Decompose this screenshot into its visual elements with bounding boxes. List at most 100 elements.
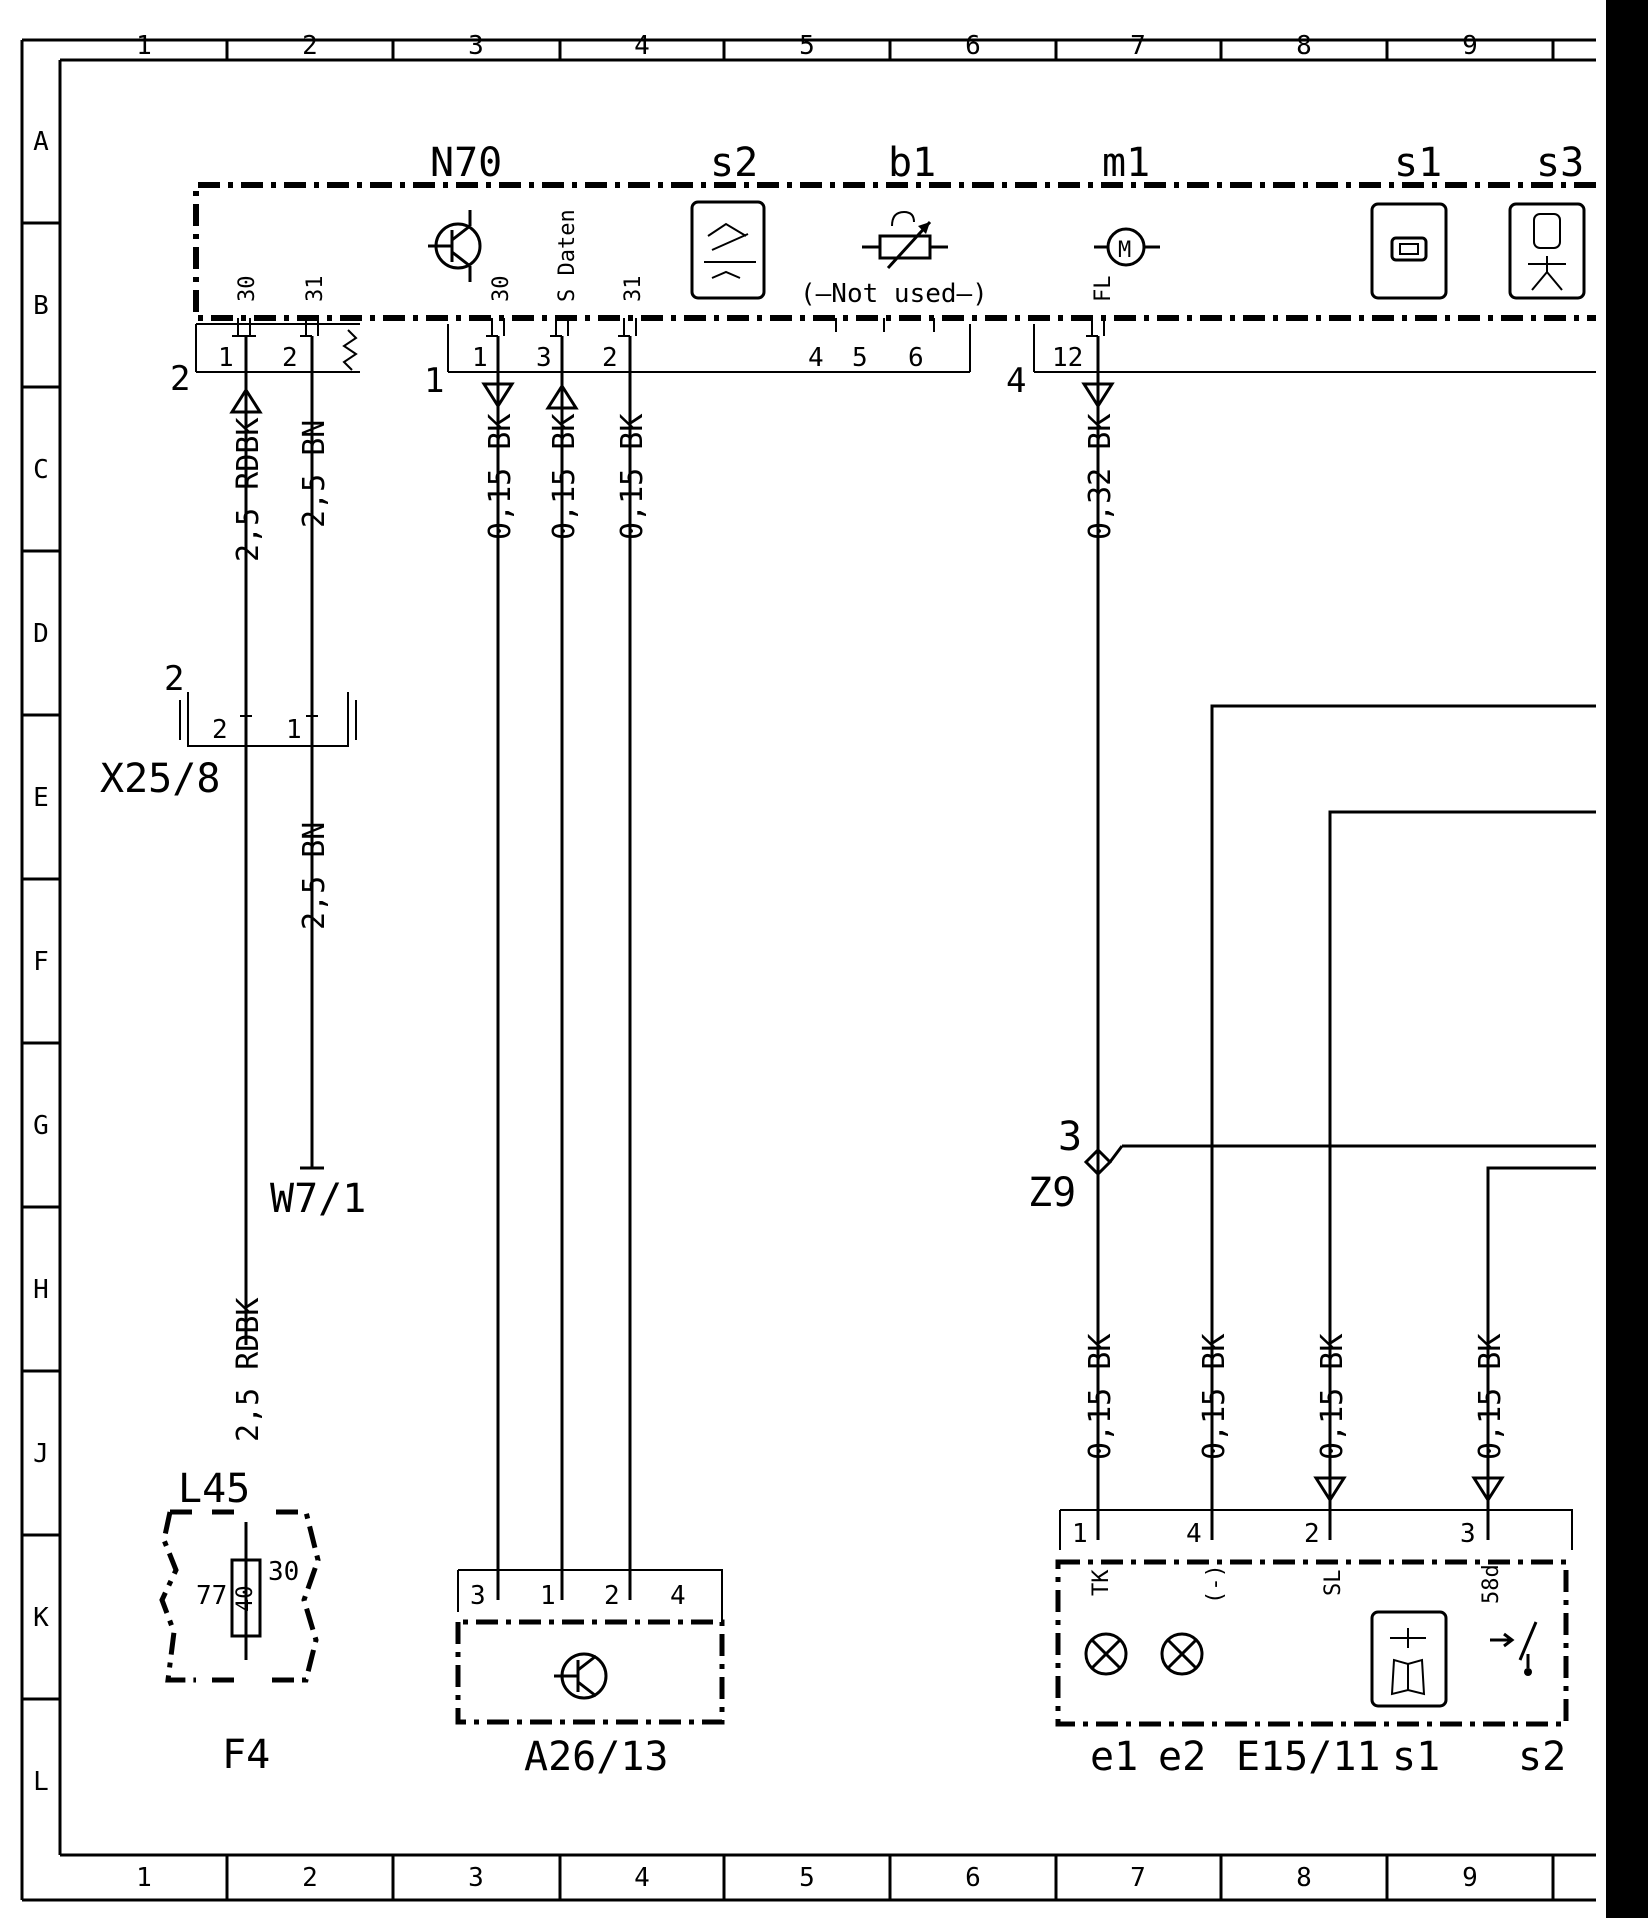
wire-label: 0,15 BK bbox=[483, 414, 518, 540]
terminal-label: TK bbox=[1089, 1569, 1114, 1596]
terminal-label: 30 bbox=[489, 276, 514, 303]
row-label: F bbox=[33, 947, 49, 977]
row-label: G bbox=[33, 1111, 49, 1141]
col-label: 4 bbox=[634, 1863, 650, 1893]
e15-11-lamp-unit: 1 4 2 3 TK (-) SL 58d e1 e2 E15/11 s1 s2 bbox=[1055, 1509, 1573, 1780]
wire-label: 2,5 BN bbox=[297, 822, 332, 930]
col-label: 1 bbox=[136, 31, 152, 61]
pin-label: 4 bbox=[1186, 1519, 1202, 1549]
x25-8-id: 2 bbox=[164, 659, 184, 699]
terminal-label: 31 bbox=[621, 276, 646, 303]
col-label: 2 bbox=[302, 1863, 318, 1893]
right-feed-wires bbox=[1210, 704, 1596, 1340]
door-contact-switch-icon bbox=[1490, 1621, 1538, 1676]
row-label: E bbox=[33, 783, 49, 813]
n70-connector-2-id: 2 bbox=[170, 359, 190, 399]
a26-13-module: 3 1 2 4 A26/13 bbox=[455, 1569, 725, 1780]
pin-label: 6 bbox=[908, 343, 924, 373]
wire-label: 0,15 BK bbox=[615, 414, 650, 540]
pin-label: 4 bbox=[670, 1581, 686, 1611]
fuse-pin-left: 77 bbox=[196, 1581, 227, 1611]
row-label: H bbox=[33, 1275, 49, 1305]
z9-splice: 3 Z9 bbox=[1028, 1114, 1596, 1216]
wire-0-15-bk-s1: 0,15 BK bbox=[1313, 1334, 1350, 1540]
wire-2-5-bn-upper: 2,5 BN bbox=[297, 336, 332, 712]
row-label: L bbox=[33, 1767, 49, 1797]
wire-0-32-bk: 0,32 BK bbox=[1081, 336, 1118, 1500]
pin-label: 2 bbox=[602, 343, 618, 373]
wire-0-15-bk-e2: 0,15 BK bbox=[1197, 1334, 1232, 1540]
transistor-icon bbox=[554, 1652, 608, 1700]
n70-label: N70 bbox=[430, 140, 502, 186]
transistor-icon bbox=[428, 210, 482, 282]
col-label: 7 bbox=[1130, 1863, 1146, 1893]
col-label: 7 bbox=[1130, 31, 1146, 61]
pin-label: 12 bbox=[1052, 343, 1083, 373]
lamp-icon bbox=[1084, 1632, 1128, 1676]
pin-label: 2 bbox=[212, 715, 228, 745]
pin-label: 4 bbox=[808, 343, 824, 373]
terminal-label: 31 bbox=[303, 276, 328, 303]
w7-1-label: W7/1 bbox=[270, 1176, 366, 1222]
row-label: B bbox=[33, 291, 49, 321]
fuse-value: 40 bbox=[233, 1586, 258, 1613]
wire-0-15-bk-2: 0,15 BK bbox=[545, 336, 582, 1600]
wire-label: 2,5 BN bbox=[297, 420, 332, 528]
col-label: 8 bbox=[1296, 1863, 1312, 1893]
wire-label: 0,15 BK bbox=[1083, 1334, 1118, 1460]
wire-label: 2,5 RDBK bbox=[231, 1298, 266, 1443]
row-label: A bbox=[33, 127, 49, 157]
sensor-icon bbox=[862, 210, 948, 270]
wire-2-5-rdbk-upper: 2,5 RDBK bbox=[229, 336, 266, 1345]
col-label: 9 bbox=[1462, 1863, 1478, 1893]
pin-stubs bbox=[232, 318, 1105, 337]
x25-8-label: X25/8 bbox=[100, 756, 220, 802]
terminal-label: 30 bbox=[235, 276, 260, 303]
wire-2-5-bn-lower: 2,5 BN bbox=[297, 712, 332, 1170]
f4-sub-label: L45 bbox=[178, 1466, 250, 1512]
z9-label: Z9 bbox=[1028, 1170, 1076, 1216]
n70-connector-4-id: 4 bbox=[1006, 361, 1026, 401]
e15-11-e2-label: e2 bbox=[1158, 1734, 1206, 1780]
shield-icon bbox=[342, 329, 358, 371]
e15-11-s2-label: s2 bbox=[1518, 1734, 1566, 1780]
row-label: K bbox=[33, 1603, 49, 1633]
drawing-frame bbox=[20, 38, 1596, 1902]
pin-label: 1 bbox=[1072, 1519, 1088, 1549]
e15-11-label: E15/11 bbox=[1236, 1734, 1381, 1780]
f4-label: F4 bbox=[222, 1732, 270, 1778]
e15-11-e1-label: e1 bbox=[1090, 1734, 1138, 1780]
n70-s2-label: s2 bbox=[710, 140, 758, 186]
pin-label: 1 bbox=[286, 715, 302, 745]
e15-11-s1-label: s1 bbox=[1392, 1734, 1440, 1780]
roof-switch-icon bbox=[690, 200, 766, 300]
wire-0-15-bk-s2: 0,15 BK bbox=[1471, 1334, 1508, 1540]
a26-13-label: A26/13 bbox=[524, 1734, 669, 1780]
fuse-pin-right: 30 bbox=[268, 1557, 299, 1587]
wire-label: 0,32 BK bbox=[1083, 414, 1118, 540]
grid-rows: A B C D E F G H J K L bbox=[33, 127, 49, 1797]
terminal-label: 58d bbox=[1479, 1564, 1504, 1604]
n70-s1-label: s1 bbox=[1394, 140, 1442, 186]
z9-pin: 3 bbox=[1058, 1114, 1082, 1160]
col-label: 3 bbox=[468, 1863, 484, 1893]
wire-label: 0,15 BK bbox=[547, 414, 582, 540]
pin-label: 3 bbox=[536, 343, 552, 373]
pin-label: 2 bbox=[282, 343, 298, 373]
motor-icon: M bbox=[1094, 227, 1160, 267]
col-label: 2 bbox=[302, 31, 318, 61]
wire-0-15-bk-3: 0,15 BK bbox=[615, 336, 650, 1600]
svg-text:M: M bbox=[1118, 238, 1131, 263]
pin-label: 3 bbox=[1460, 1519, 1476, 1549]
n70-connector-1-id: 1 bbox=[424, 361, 444, 401]
pin-label: 1 bbox=[218, 343, 234, 373]
page-edge-bar bbox=[1606, 0, 1648, 1918]
col-label: 5 bbox=[799, 31, 815, 61]
pin-label: 3 bbox=[470, 1581, 486, 1611]
row-label: C bbox=[33, 455, 49, 485]
not-used-note: (—Not used—) bbox=[800, 279, 988, 309]
x25-8-connector: 2 2 1 X25/8 bbox=[100, 659, 357, 802]
pin-label: 1 bbox=[540, 1581, 556, 1611]
col-label: 3 bbox=[468, 31, 484, 61]
